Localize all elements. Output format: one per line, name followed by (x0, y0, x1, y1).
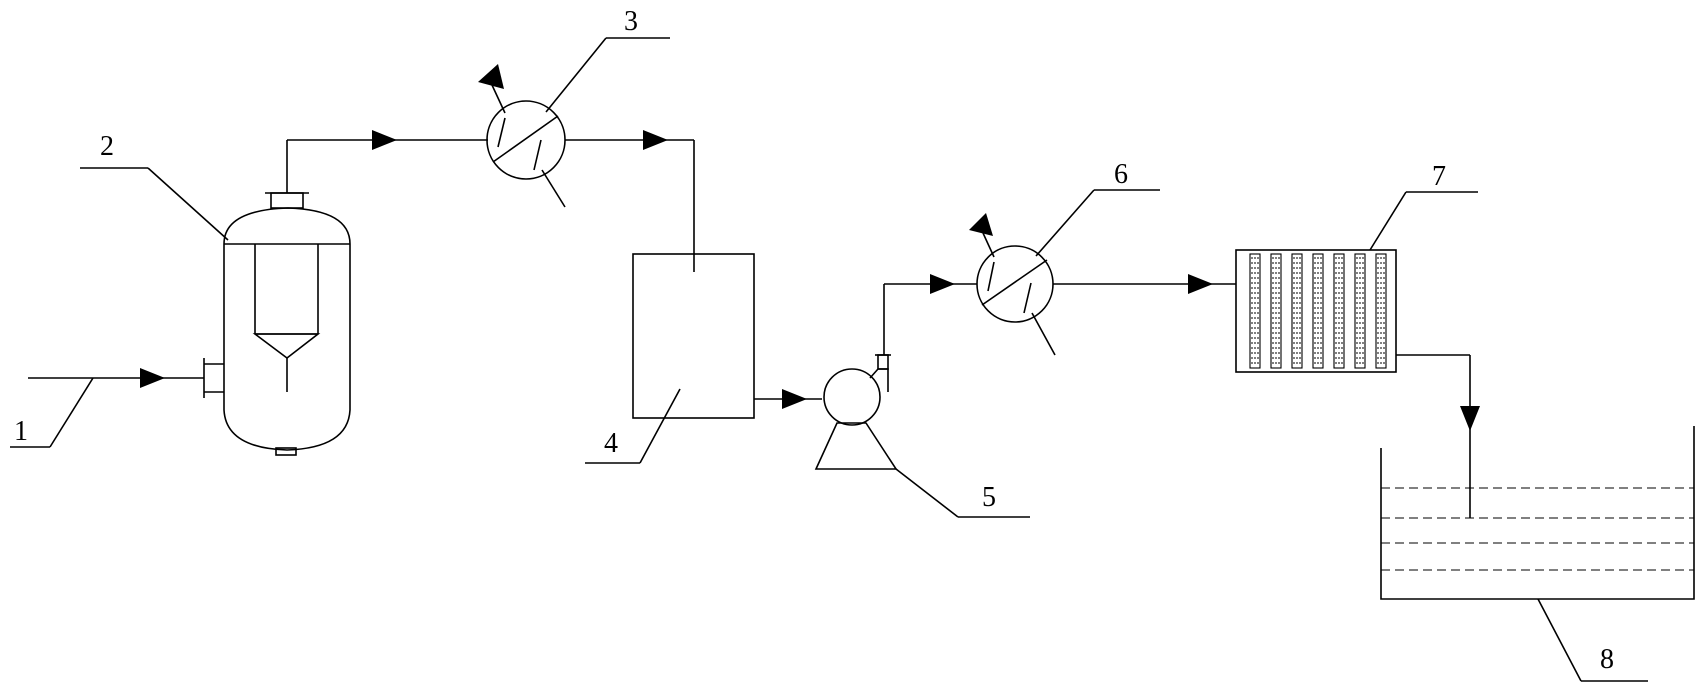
filter-plate (1375, 253, 1387, 369)
filter-plate (1354, 253, 1366, 369)
label-8: 8 (1600, 644, 1614, 675)
exhaust-arrow-icon (969, 213, 993, 236)
flow-arrow-icon (930, 274, 955, 294)
label-7: 7 (1432, 161, 1446, 192)
exhaust-arrow-icon (478, 64, 504, 89)
label-2: 2 (100, 131, 114, 162)
flow-arrow-icon (643, 130, 668, 150)
label-4: 4 (604, 428, 618, 459)
pipe-pump-to-cooler (883, 274, 977, 355)
flow-arrow-icon (1188, 274, 1213, 294)
filter-stack-7 (1235, 191, 1478, 373)
pipe-cooler-to-filter (1053, 274, 1236, 294)
collection-tank-4 (585, 253, 755, 464)
label-1: 1 (14, 416, 28, 447)
filter-plate (1270, 253, 1282, 369)
pipe-filter-to-basin (1396, 354, 1480, 518)
filter-plate (1291, 253, 1303, 369)
label-5: 5 (982, 482, 996, 513)
flow-arrow-icon (1460, 406, 1480, 431)
receiving-basin-8 (1380, 426, 1695, 682)
filter-plate (1333, 253, 1345, 369)
pipe-tank-to-pump (754, 389, 822, 409)
leader-lines (10, 167, 229, 448)
flow-arrow-icon (140, 368, 165, 388)
inlet-pipe (28, 358, 224, 398)
filter-plate (1249, 253, 1261, 369)
reactor-vessel (223, 140, 351, 456)
pipe-reactor-to-condenser (287, 130, 488, 150)
cooler-6 (969, 189, 1160, 356)
flow-arrow-icon (782, 389, 807, 409)
pipe-condenser-to-tank (565, 130, 695, 272)
label-3: 3 (624, 6, 638, 37)
filter-plate (1312, 253, 1324, 369)
filter-plates (1249, 253, 1387, 369)
label-6: 6 (1114, 159, 1128, 190)
pump-5 (814, 354, 1030, 518)
flow-arrow-icon (372, 130, 397, 150)
condenser-3 (478, 37, 670, 208)
